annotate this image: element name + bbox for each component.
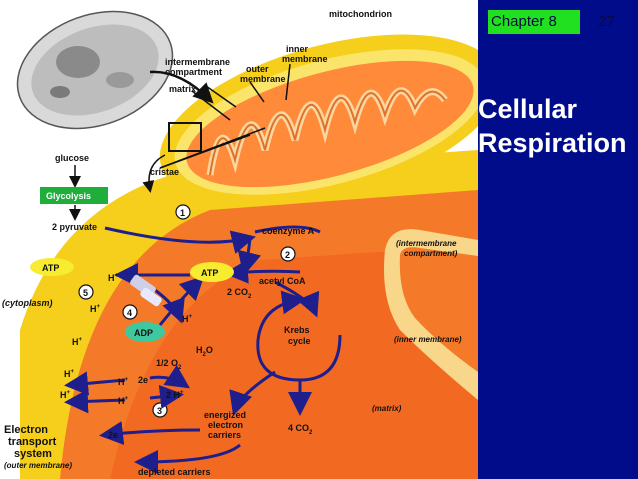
svg-text:H+: H+ (90, 304, 101, 314)
label-ets-3: system (14, 448, 52, 460)
label-energized-3: carriers (208, 430, 241, 440)
h-1: H (108, 273, 115, 283)
label-atp-left: ATP (42, 263, 59, 273)
atp-synthase (130, 274, 162, 307)
slide-title: Cellular Respiration (478, 92, 638, 160)
svg-text:H+: H+ (118, 377, 129, 387)
svg-text:H+: H+ (60, 390, 71, 400)
label-adp: ADP (134, 328, 153, 338)
label-2e-bottom: 2e (108, 430, 118, 440)
cell-thumbnail (16, 10, 214, 130)
adp-oval (125, 322, 165, 342)
title-line-2: Respiration (478, 128, 627, 158)
label-krebs-2: cycle (288, 336, 311, 346)
label-inner-membrane-right: (inner membrane) (394, 335, 462, 344)
h-3: H (182, 314, 189, 324)
leader-lines (69, 63, 291, 221)
svg-text:H+: H+ (118, 396, 129, 406)
step-3: 3 (157, 406, 162, 416)
atp-left-oval (30, 258, 74, 276)
title-line-1: Cellular (478, 94, 578, 124)
svg-text:H+: H+ (108, 273, 119, 283)
mitochondrion-body (20, 150, 478, 479)
h-2: H (90, 304, 97, 314)
h-7: H (118, 377, 125, 387)
atp-center-oval (190, 262, 234, 282)
label-intermembrane-right-2: compartment) (404, 249, 458, 258)
label-cytoplasm: (cytoplasm) (2, 298, 53, 308)
label-4co2: 4 CO2 (288, 423, 313, 436)
label-glycolysis: Glycolysis (46, 191, 91, 201)
label-depleted-carriers: depleted carriers (138, 467, 211, 477)
label-acetyl-coa: acetyl CoA (259, 276, 306, 286)
glycolysis-box (40, 187, 108, 204)
label-matrix: matrix (169, 84, 196, 94)
label-cristae: cristae (150, 167, 179, 177)
label-mitochondrion: mitochondrion (329, 9, 392, 19)
label-outer-membrane-2: membrane (240, 74, 286, 84)
h-4: H (72, 337, 79, 347)
label-inner-membrane-2: membrane (282, 54, 328, 64)
step-2: 2 (285, 250, 290, 260)
zoom-box (168, 122, 202, 152)
h-plus-labels: H+ H+ H+ H+ H+ H+ H+ H+ (60, 273, 193, 406)
h-8: H (118, 396, 125, 406)
h-6: H (60, 390, 67, 400)
label-pyruvate: 2 pyruvate (52, 222, 97, 232)
svg-text:H+: H+ (64, 369, 75, 379)
label-2e-top: 2e (138, 375, 148, 385)
svg-text:H+: H+ (182, 314, 193, 324)
label-energized-2: electron (208, 420, 243, 430)
label-half-o2: 1/2 O2 (156, 358, 182, 371)
label-energized-1: energized (204, 410, 246, 420)
label-ets-2: transport (8, 436, 57, 448)
sidebar-panel (478, 0, 638, 479)
label-matrix-right: (matrix) (372, 404, 402, 413)
label-intermembrane-right-1: (intermembrane (396, 239, 457, 248)
step-5: 5 (83, 288, 88, 298)
svg-text:H+: H+ (72, 337, 83, 347)
chapter-badge: Chapter 8 (488, 10, 580, 34)
pathway-arrows (64, 225, 342, 474)
label-atp-center: ATP (201, 268, 218, 278)
label-krebs-1: Krebs (284, 325, 310, 335)
label-h2o: H2O (196, 345, 213, 358)
label-2h: 2 H+ (166, 390, 184, 400)
label-glucose: glucose (55, 153, 89, 163)
label-ets-1: Electron (4, 424, 48, 436)
label-intermembrane-2: compartment (165, 67, 222, 77)
h-5: H (64, 369, 71, 379)
label-outer-membrane-1: outer (246, 64, 269, 74)
label-2co2: 2 CO2 (227, 287, 252, 300)
label-intermembrane-1: intermembrane (165, 57, 230, 67)
label-coenzyme-a: coenzyme A (262, 226, 315, 236)
page-number: 27 (598, 13, 615, 30)
label-inner-membrane-1: inner (286, 44, 309, 54)
step-markers: 1 2 3 4 5 (78, 204, 296, 418)
step-4: 4 (127, 308, 132, 318)
step-1: 1 (180, 208, 185, 218)
label-outer-membrane-bottom: (outer membrane) (4, 461, 72, 470)
